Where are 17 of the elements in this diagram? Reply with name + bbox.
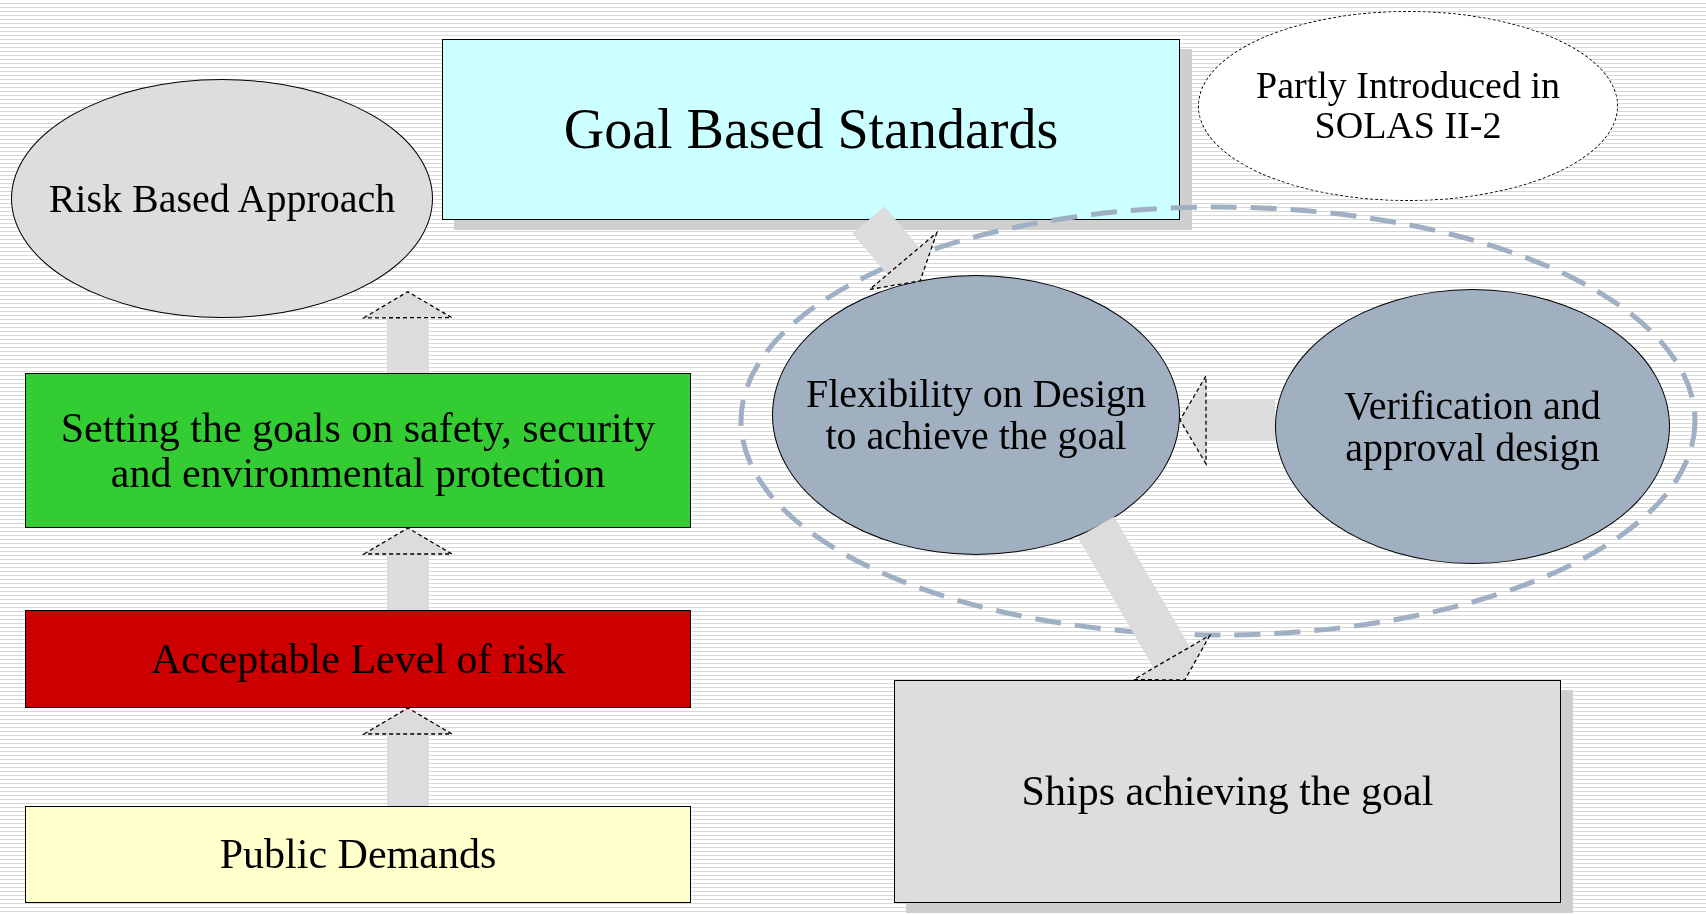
node-label: Ships achieving the goal xyxy=(1021,769,1434,814)
node-label: Goal Based Standards xyxy=(563,100,1059,159)
node-label: Acceptable Level of risk xyxy=(151,636,565,682)
block-arrow xyxy=(363,291,453,374)
node-label: Risk Based Approach xyxy=(48,177,396,220)
process-box xyxy=(25,373,691,528)
node-label: Partly Introduced in SOLAS II-2 xyxy=(1255,66,1561,146)
block-arrow xyxy=(363,527,453,610)
node-label: Setting the goals on safety, security and environmental protection xyxy=(59,406,657,495)
node-label: Flexibility on Design to achieve the goal xyxy=(805,373,1147,457)
block-arrow xyxy=(1179,375,1275,465)
process-box xyxy=(25,610,691,708)
block-arrow xyxy=(1077,516,1211,681)
block-arrow xyxy=(363,707,453,806)
node-label: Public Demands xyxy=(219,832,497,877)
process-box xyxy=(25,806,691,903)
node-label: Verification and approval design xyxy=(1343,384,1602,469)
